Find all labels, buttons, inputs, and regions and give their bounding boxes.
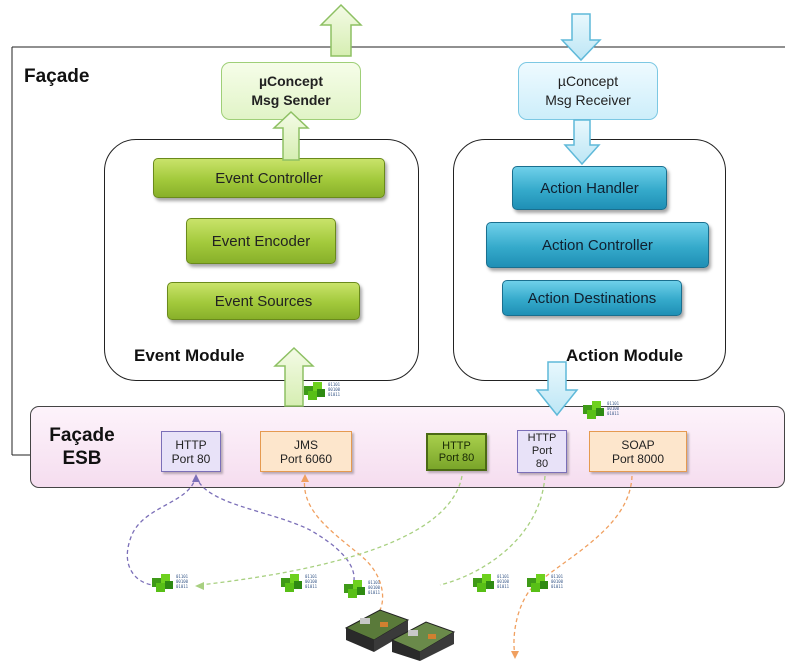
http-port-80-b[interactable]: HTTP Port 80 <box>426 433 487 471</box>
http-port-80-c[interactable]: HTTP Port 80 <box>517 430 567 473</box>
jms-port-6060[interactable]: JMS Port 6060 <box>260 431 352 472</box>
action-module-to-esb-down-arrow <box>535 361 579 417</box>
event-sources-box[interactable]: Event Sources <box>167 282 360 320</box>
facade-esb-bar <box>30 406 785 488</box>
facade-title: Façade <box>24 66 90 87</box>
orange-flow-jms <box>303 475 384 611</box>
receiver-to-handler-down-arrow <box>563 119 601 166</box>
port-protocol: HTTP <box>442 440 471 452</box>
msg-receiver-line2: Msg Receiver <box>545 92 631 108</box>
esb-title-line2: ESB <box>62 448 102 469</box>
purple-flow-left <box>126 475 197 586</box>
purple-flow-arrowhead <box>192 474 200 482</box>
port-number: Port 6060 <box>279 451 333 466</box>
controller-to-sender-up-arrow <box>272 110 310 161</box>
http-port-80-a[interactable]: HTTP Port 80 <box>161 431 221 472</box>
port-protocol: SOAP <box>621 437 655 452</box>
green-flow-http <box>199 475 463 586</box>
green-flow-arrowhead <box>195 582 204 590</box>
action-module-label: Action Module <box>566 346 684 365</box>
port-number: Port 80 <box>438 452 475 464</box>
receiver-input-down-arrow <box>560 13 602 62</box>
jms-flow-arrowhead <box>301 474 309 482</box>
soap-port-8000[interactable]: SOAP Port 8000 <box>589 431 687 472</box>
port-number: Port 80 <box>171 451 211 466</box>
esb-to-event-module-up-arrow <box>273 346 315 407</box>
port-label: Port <box>531 445 553 457</box>
soap-flow-arrowhead <box>511 651 519 659</box>
facade-esb-title: Façade ESB <box>36 424 128 470</box>
port-protocol: HTTP <box>527 432 557 444</box>
event-encoder-box[interactable]: Event Encoder <box>186 218 336 264</box>
purple-flow-right <box>195 475 355 589</box>
sender-output-up-arrow <box>319 3 363 57</box>
msg-receiver-line1: µConcept <box>557 73 619 89</box>
action-handler-box[interactable]: Action Handler <box>512 166 667 210</box>
event-module-label: Event Module <box>134 346 245 365</box>
action-destinations-box[interactable]: Action Destinations <box>502 280 682 316</box>
port-protocol: JMS <box>294 437 318 452</box>
port-number: Port 8000 <box>611 451 665 466</box>
green-flow-http-2 <box>439 475 546 586</box>
msg-sender-line1: µConcept <box>258 73 324 89</box>
action-controller-box[interactable]: Action Controller <box>486 222 709 268</box>
port-protocol: HTTP <box>175 437 207 452</box>
msg-sender-box[interactable]: µConcept Msg Sender <box>221 62 361 120</box>
port-number: 80 <box>535 458 549 470</box>
msg-sender-line2: Msg Sender <box>251 92 331 108</box>
esb-title-line1: Façade <box>49 425 115 446</box>
device-board-left <box>344 609 410 652</box>
device-board-right <box>390 621 456 661</box>
event-controller-box[interactable]: Event Controller <box>153 158 385 198</box>
